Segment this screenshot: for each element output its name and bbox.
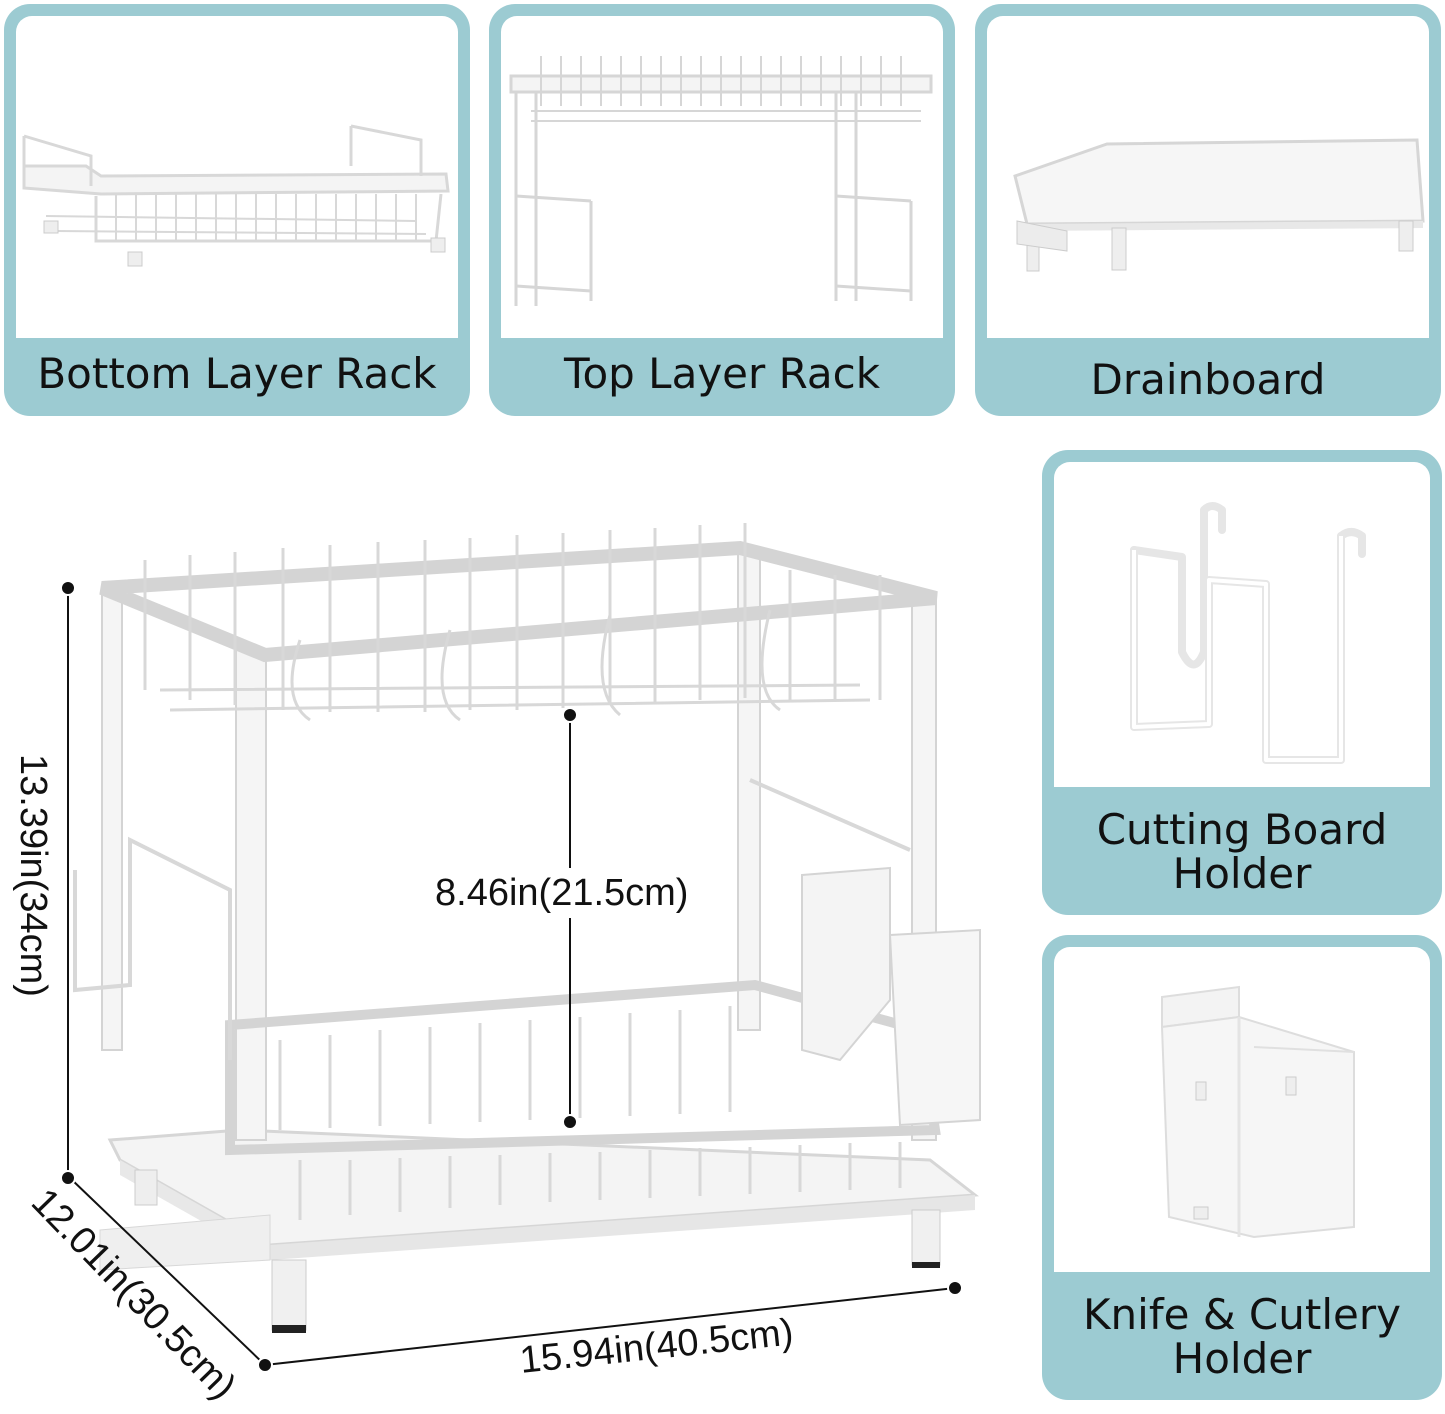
part-card-drainboard: Drainboard [975,4,1441,416]
part-label-line2: Holder [1172,1334,1312,1383]
part-label-line1: Cutting Board [1096,805,1388,854]
cutting-board-holder-illustration [1130,502,1366,764]
part-label-drainboard: Drainboard [1090,355,1326,404]
part-image-drainboard [987,16,1429,338]
part-card-top-layer-rack: Top Layer Rack [489,4,955,416]
part-label-top-layer-rack: Top Layer Rack [563,349,881,398]
part-card-knife-cutlery-holder: Knife & Cutlery Holder [1042,935,1442,1400]
part-image-bottom-layer-rack [16,16,458,338]
part-label-line1: Knife & Cutlery [1083,1290,1401,1339]
part-label-bottom-layer-rack: Bottom Layer Rack [37,349,437,398]
part-image-top-layer-rack [501,16,943,338]
part-label-line2: Holder [1172,849,1312,898]
dimension-height-label: 13.39in(34cm) [12,754,54,997]
part-label-knife-cutlery-holder: Knife & Cutlery Holder [1042,1293,1442,1381]
part-image-cutting-board-holder [1054,462,1430,787]
top-rack-illustration [509,56,933,306]
knife-cutlery-holder-illustration [1160,985,1355,1239]
part-label-cutting-board-holder: Cutting Board Holder [1042,808,1442,896]
part-image-knife-cutlery-holder [1054,947,1430,1272]
part-card-cutting-board-holder: Cutting Board Holder [1042,450,1442,915]
drainboard-illustration [1013,138,1425,272]
bottom-rack-illustration [22,124,450,267]
part-card-bottom-layer-rack: Bottom Layer Rack [4,4,470,416]
dimension-inner-height-label: 8.46in(21.5cm) [435,872,689,914]
assembled-dish-rack-illustration [60,523,981,1373]
